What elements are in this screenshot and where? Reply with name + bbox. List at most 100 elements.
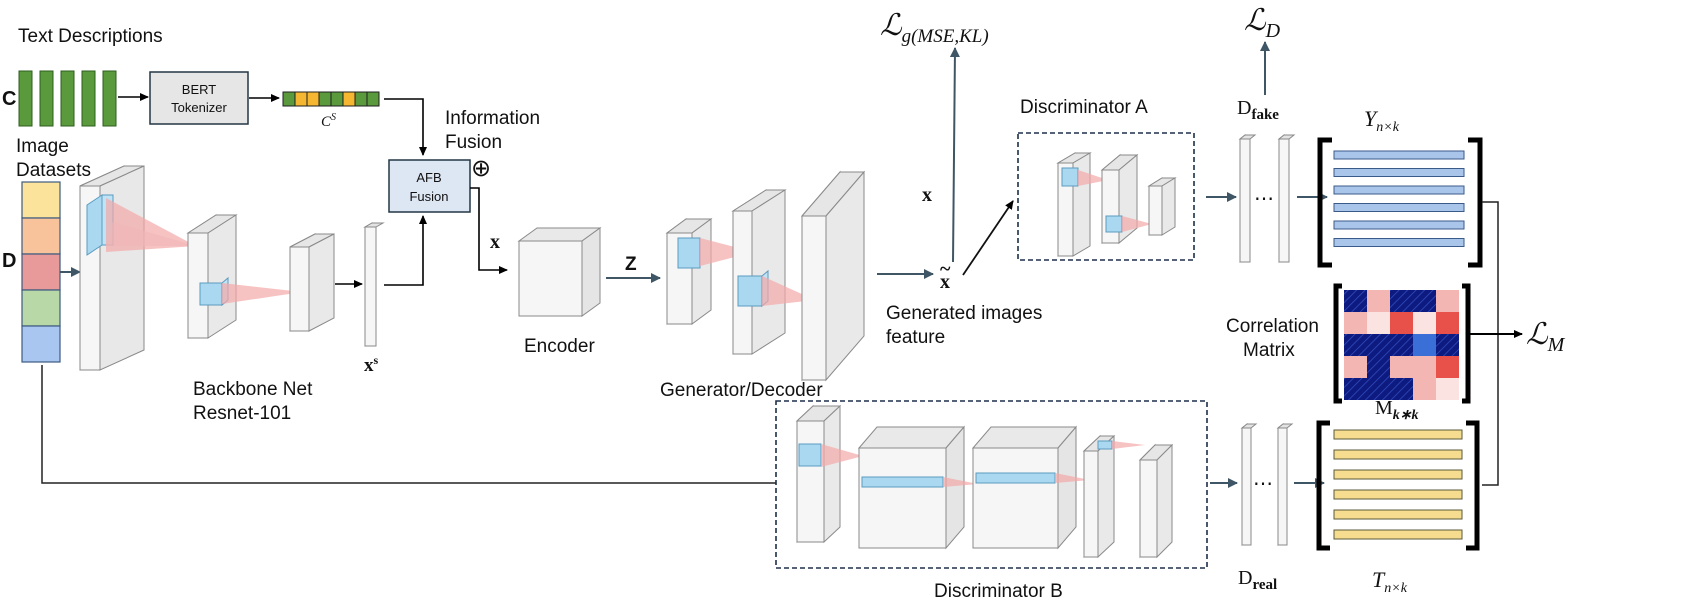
- encoder-cube: [517, 227, 602, 317]
- token-cell: [294, 91, 308, 107]
- generator-layer-2: [731, 189, 787, 355]
- z-label: Z: [625, 254, 637, 275]
- matrix-cell: [1344, 312, 1367, 334]
- matrix-cell: [1436, 290, 1459, 312]
- matrix-cell: [1390, 312, 1413, 334]
- token-cell: [342, 91, 356, 107]
- t-bracket-left: [1316, 420, 1330, 551]
- arrow-xtilde-to-disc-a: [962, 200, 1014, 276]
- matrix-cell: [1390, 378, 1413, 400]
- matrix-cell: [1367, 356, 1390, 378]
- disc-a-kernel-1: [1061, 167, 1108, 187]
- disc-b-layer-1: [795, 404, 842, 544]
- loss-g-label: ℒg(MSE,KL): [880, 9, 989, 47]
- arrow-afb-to-encoder: [470, 187, 508, 274]
- t-row: [1333, 429, 1463, 440]
- token-cell: [366, 91, 380, 107]
- discriminator-b-label: Discriminator B: [934, 581, 1063, 602]
- t-row: [1333, 489, 1463, 500]
- dataset-stack: [21, 181, 61, 363]
- t-bracket-right: [1466, 420, 1480, 551]
- d-real-label: Dreal: [1238, 567, 1277, 593]
- x-tilde-variable: x: [940, 271, 950, 293]
- matrix-cell: [1344, 290, 1367, 312]
- c-variable: C: [2, 88, 16, 110]
- y-matrix-rows: [1333, 150, 1465, 247]
- matrix-cell: [1367, 312, 1390, 334]
- correlation-matrix-cells: [1344, 290, 1459, 400]
- d-real-dots: ⋯: [1253, 473, 1273, 495]
- dataset-block: [21, 253, 61, 291]
- matrix-cell: [1344, 378, 1367, 400]
- d-real-bars: [1240, 422, 1294, 547]
- xs-variable: xs: [364, 353, 379, 376]
- encoder-label: Encoder: [524, 336, 595, 357]
- generated-label-line2: feature: [886, 327, 945, 348]
- t-row: [1333, 449, 1463, 460]
- matrix-cell: [1367, 378, 1390, 400]
- xs-feature-bar: [363, 222, 385, 347]
- disc-b-cube-2: [971, 425, 1078, 550]
- generator-decoder-label: Generator/Decoder: [660, 380, 823, 401]
- dataset-block: [21, 289, 61, 327]
- arrow-tokens-to-afb: [384, 98, 427, 156]
- t-row: [1333, 529, 1463, 540]
- dataset-block: [21, 181, 61, 219]
- token-cell: [354, 91, 368, 107]
- afb-fusion-box: AFB Fusion: [388, 159, 471, 213]
- t-matrix-rows: [1333, 429, 1463, 540]
- datasets-label: Datasets: [16, 160, 91, 181]
- matrix-cell: [1413, 290, 1436, 312]
- line-dataset-to-discriminator-b: [41, 365, 776, 484]
- token-cell: [282, 91, 296, 107]
- disc-b-kernel-1: [798, 443, 863, 467]
- t-matrix-label: Tn×k: [1372, 567, 1408, 596]
- backbone-kernel-1: [86, 194, 196, 256]
- arrow-xs-to-afb: [384, 215, 427, 286]
- oplus-symbol: ⊕: [471, 155, 491, 182]
- disc-b-bar-1: [861, 476, 978, 488]
- corr-bracket-right: [1462, 283, 1471, 404]
- matrix-cell: [1413, 356, 1436, 378]
- disc-b-layer-3: [1138, 443, 1174, 559]
- matrix-cell: [1413, 334, 1436, 356]
- dataset-block: [21, 325, 61, 363]
- token-cell: [330, 91, 344, 107]
- matrix-cell: [1436, 378, 1459, 400]
- y-row: [1333, 220, 1465, 230]
- y-row: [1333, 203, 1465, 212]
- matrix-cell: [1344, 356, 1367, 378]
- generator-kernel-1: [677, 237, 754, 269]
- generator-layer-1: [665, 218, 713, 325]
- connector-y-t: [1482, 201, 1499, 486]
- text-descriptions-label: Text Descriptions: [18, 26, 163, 47]
- generated-label-line1: Generated images: [886, 303, 1042, 324]
- loss-m-label: ℒM: [1526, 318, 1566, 356]
- discriminator-a-label: Discriminator A: [1020, 97, 1148, 118]
- y-row: [1333, 168, 1465, 177]
- disc-b-layer-2: [1082, 434, 1116, 559]
- disc-b-kernel-2: [1097, 440, 1145, 450]
- token-sequence: [282, 91, 380, 107]
- cs-variable: CS: [321, 112, 336, 130]
- t-row: [1333, 469, 1463, 480]
- matrix-cell: [1436, 334, 1459, 356]
- backbone-label-line1: Backbone Net: [193, 379, 313, 400]
- token-cell: [306, 91, 320, 107]
- disc-b-bar-2: [975, 472, 1090, 484]
- matrix-cell: [1390, 334, 1413, 356]
- matrix-cell: [1390, 356, 1413, 378]
- matrix-cell: [1390, 290, 1413, 312]
- y-matrix-label: Yn×k: [1364, 106, 1400, 135]
- x-top-variable: x: [922, 184, 932, 206]
- d-variable: D: [2, 250, 16, 272]
- y-bracket-right: [1468, 137, 1483, 268]
- d-fake-label: Dfake: [1237, 97, 1279, 123]
- matrix-cell: [1413, 312, 1436, 334]
- matrix-cell: [1436, 312, 1459, 334]
- correlation-label-line1: Correlation: [1226, 316, 1319, 337]
- x-after-fusion-label: x: [490, 231, 500, 253]
- matrix-cell: [1436, 356, 1459, 378]
- d-fake-dots: ⋯: [1254, 188, 1274, 210]
- t-row: [1333, 509, 1463, 520]
